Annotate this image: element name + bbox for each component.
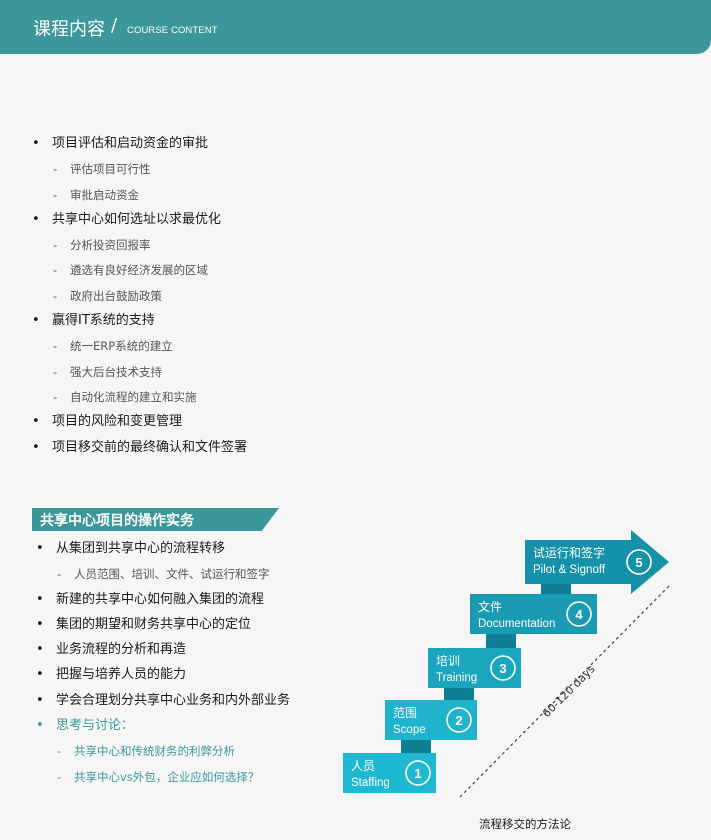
page-subtitle: COURSE CONTENT bbox=[127, 25, 218, 36]
step-3: 培训 Training 3 bbox=[428, 634, 521, 688]
header-banner: 课程内容 / COURSE CONTENT bbox=[0, 0, 711, 54]
list-item: 项目评估和启动资金的审批 bbox=[32, 133, 247, 158]
list-item: 集团的期望和财务共享中心的定位 bbox=[36, 614, 290, 639]
step-fold bbox=[444, 688, 474, 700]
step-box bbox=[343, 753, 436, 793]
step-number: 3 bbox=[499, 661, 506, 676]
list-item: 思考与讨论： bbox=[36, 715, 290, 740]
step-label-cn: 范围 bbox=[393, 706, 417, 720]
sub-list-item: 共享中心vs外包，企业应如何选择？ bbox=[36, 766, 290, 791]
step-box bbox=[470, 594, 597, 634]
sub-list-item: 评估项目可行性 bbox=[32, 158, 247, 183]
step-label-cn: 培训 bbox=[436, 653, 460, 668]
step-arrow bbox=[525, 530, 669, 594]
sub-list-item: 共享中心和传统财务的利弊分析 bbox=[36, 740, 290, 765]
step-number-circle bbox=[446, 707, 472, 733]
sub-list-item: 统一ERP系统的建立 bbox=[32, 335, 247, 360]
step-label-en: Pilot & Signoff bbox=[533, 564, 606, 576]
list-item: 新建的共享中心如何融入集团的流程 bbox=[36, 589, 290, 614]
step-label-en: Scope bbox=[393, 724, 426, 736]
step-label-en: Training bbox=[436, 672, 477, 684]
step-label-en: Staffing bbox=[351, 777, 390, 789]
step-box bbox=[428, 648, 521, 688]
sub-list-item: 自动化流程的建立和实施 bbox=[32, 386, 247, 411]
list-item: 业务流程的分析和再造 bbox=[36, 639, 290, 664]
list-item: 共享中心如何选址以求最优化 bbox=[32, 209, 247, 234]
list-item: 从集团到共享中心的流程转移 bbox=[36, 538, 290, 563]
step-2: 范围 Scope 2 bbox=[385, 688, 477, 740]
course-content-list: 项目评估和启动资金的审批评估项目可行性审批启动资金共享中心如何选址以求最优化分析… bbox=[32, 133, 247, 462]
step-box bbox=[385, 700, 477, 740]
sub-list-item: 人员范围、培训、文件、试运行和签字 bbox=[36, 563, 290, 588]
sub-list-item: 政府出台鼓励政策 bbox=[32, 285, 247, 310]
step-number-circle bbox=[626, 549, 652, 575]
step-number: 2 bbox=[455, 713, 462, 728]
diagram-caption: 流程移交的方法论 bbox=[479, 817, 571, 831]
step-number-circle bbox=[566, 601, 592, 627]
step-number: 1 bbox=[414, 766, 421, 781]
step-number: 5 bbox=[635, 555, 642, 570]
process-transfer-diagram: 60-120 days 人员 Staffing 1 范围 Scope 2 培训 Training… bbox=[343, 530, 671, 798]
sub-list-item: 强大后台技术支持 bbox=[32, 361, 247, 386]
title-separator: / bbox=[111, 15, 118, 36]
step-fold bbox=[541, 584, 571, 594]
sub-list-item: 分析投资回报率 bbox=[32, 234, 247, 259]
section-title: 共享中心项目的操作实务 bbox=[40, 513, 194, 529]
step-fold bbox=[401, 740, 431, 753]
step-5: 试运行和签字 Pilot & Signoff 5 bbox=[525, 530, 669, 594]
list-item: 项目的风险和变更管理 bbox=[32, 411, 247, 436]
step-label-cn: 人员 bbox=[351, 759, 375, 773]
sub-list-item: 遴选有良好经济发展的区域 bbox=[32, 259, 247, 284]
step-label-en: Documentation bbox=[478, 618, 555, 630]
list-item: 赢得IT系统的支持 bbox=[32, 310, 247, 335]
page-title: 课程内容 bbox=[33, 19, 105, 40]
operations-practice-list: 从集团到共享中心的流程转移人员范围、培训、文件、试运行和签字新建的共享中心如何融… bbox=[36, 538, 290, 791]
duration-label: 60-120 days bbox=[540, 662, 598, 720]
step-1: 人员 Staffing 1 bbox=[343, 740, 436, 793]
step-number-circle bbox=[490, 655, 516, 681]
step-number-circle bbox=[405, 760, 431, 786]
section-header: 共享中心项目的操作实务 bbox=[32, 508, 279, 531]
sub-list-item: 审批启动资金 bbox=[32, 184, 247, 209]
step-label-cn: 试运行和签字 bbox=[533, 545, 605, 560]
step-fold bbox=[486, 634, 516, 648]
list-item: 项目移交前的最终确认和文件签署 bbox=[32, 437, 247, 462]
list-item: 把握与培养人员的能力 bbox=[36, 664, 290, 689]
list-item: 学会合理划分共享中心业务和内外部业务 bbox=[36, 690, 290, 715]
dashed-guide-line bbox=[459, 584, 671, 798]
step-4: 文件 Documentation 4 bbox=[470, 584, 597, 634]
step-number: 4 bbox=[575, 607, 583, 622]
step-label-cn: 文件 bbox=[478, 599, 502, 614]
